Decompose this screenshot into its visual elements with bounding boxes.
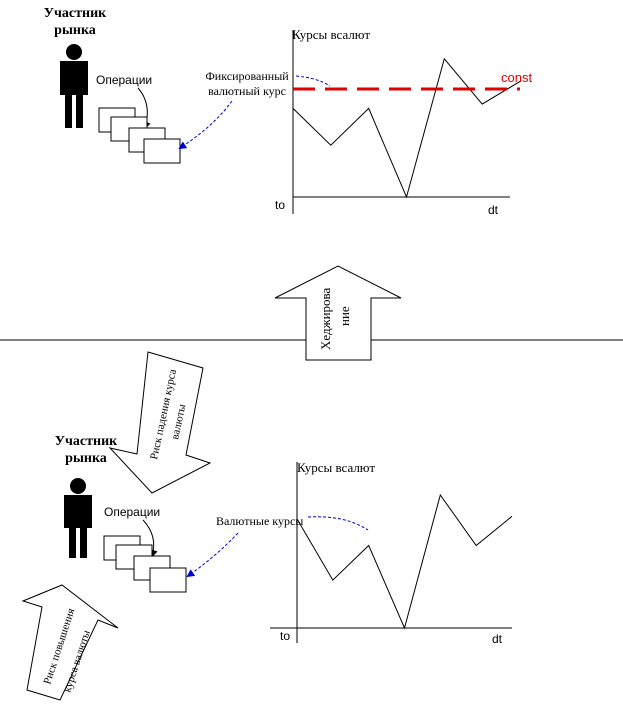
currency-rates-pointer: [186, 532, 239, 578]
top-const-label: const: [501, 70, 532, 85]
document-stack-icon: [103, 535, 187, 593]
bottom-chart-x-end: dt: [492, 632, 503, 646]
person-icon: [60, 44, 88, 128]
bottom-operations-label: Операции: [104, 505, 160, 519]
currency-rates-label: Валютные курсы: [216, 514, 303, 528]
person-icon: [64, 478, 92, 558]
top-operations-label: Операции: [96, 73, 152, 87]
top-chart-x-origin: to: [275, 198, 285, 212]
bottom-participant-label-line1: Участник: [55, 434, 118, 449]
bottom-chart-title: Курсы всалют: [297, 460, 375, 475]
top-chart-title: Курсы всалют: [292, 27, 370, 42]
top-participant-label-line2: рынка: [54, 23, 96, 38]
top-chart: Курсы всалют to dt const: [275, 27, 532, 217]
risk-rise-arrow: Риск повышения курса валюты: [21, 584, 119, 701]
bottom-section: Участник рынка Операции Валютные курсы К…: [55, 434, 513, 646]
top-participant-label-line1: Участник: [44, 6, 107, 21]
risk-fall-arrow: Риск падения курса валюты: [108, 351, 212, 494]
fixed-rate-label-line2: валютный курс: [208, 84, 286, 98]
hedging-block-arrow: Хеджирова ние: [0, 265, 623, 361]
block-arrow-icon: [274, 265, 402, 361]
bottom-operations-pointer: [142, 519, 158, 558]
hedging-label-line2: ние: [337, 306, 352, 326]
block-arrow-icon: [108, 351, 212, 494]
fixed-rate-leader: [295, 75, 331, 87]
hedging-label-line1: Хеджирова: [318, 287, 333, 350]
top-section: Участник рынка Операции Фиксированный ва…: [44, 6, 533, 217]
block-arrow-icon: [21, 584, 119, 701]
top-rate-series: [292, 57, 521, 199]
top-chart-x-end: dt: [488, 203, 499, 217]
fixed-rate-pointer: [178, 100, 233, 150]
bottom-chart-x-origin: to: [280, 629, 290, 643]
currency-rates-leader: [307, 516, 369, 531]
bottom-participant-label-line2: рынка: [65, 451, 107, 466]
fixed-rate-label-line1: Фиксированный: [205, 69, 289, 83]
document-stack-icon: [98, 107, 181, 164]
bottom-chart: Курсы всалют to dt: [270, 460, 513, 646]
bottom-rate-series: [296, 493, 513, 630]
